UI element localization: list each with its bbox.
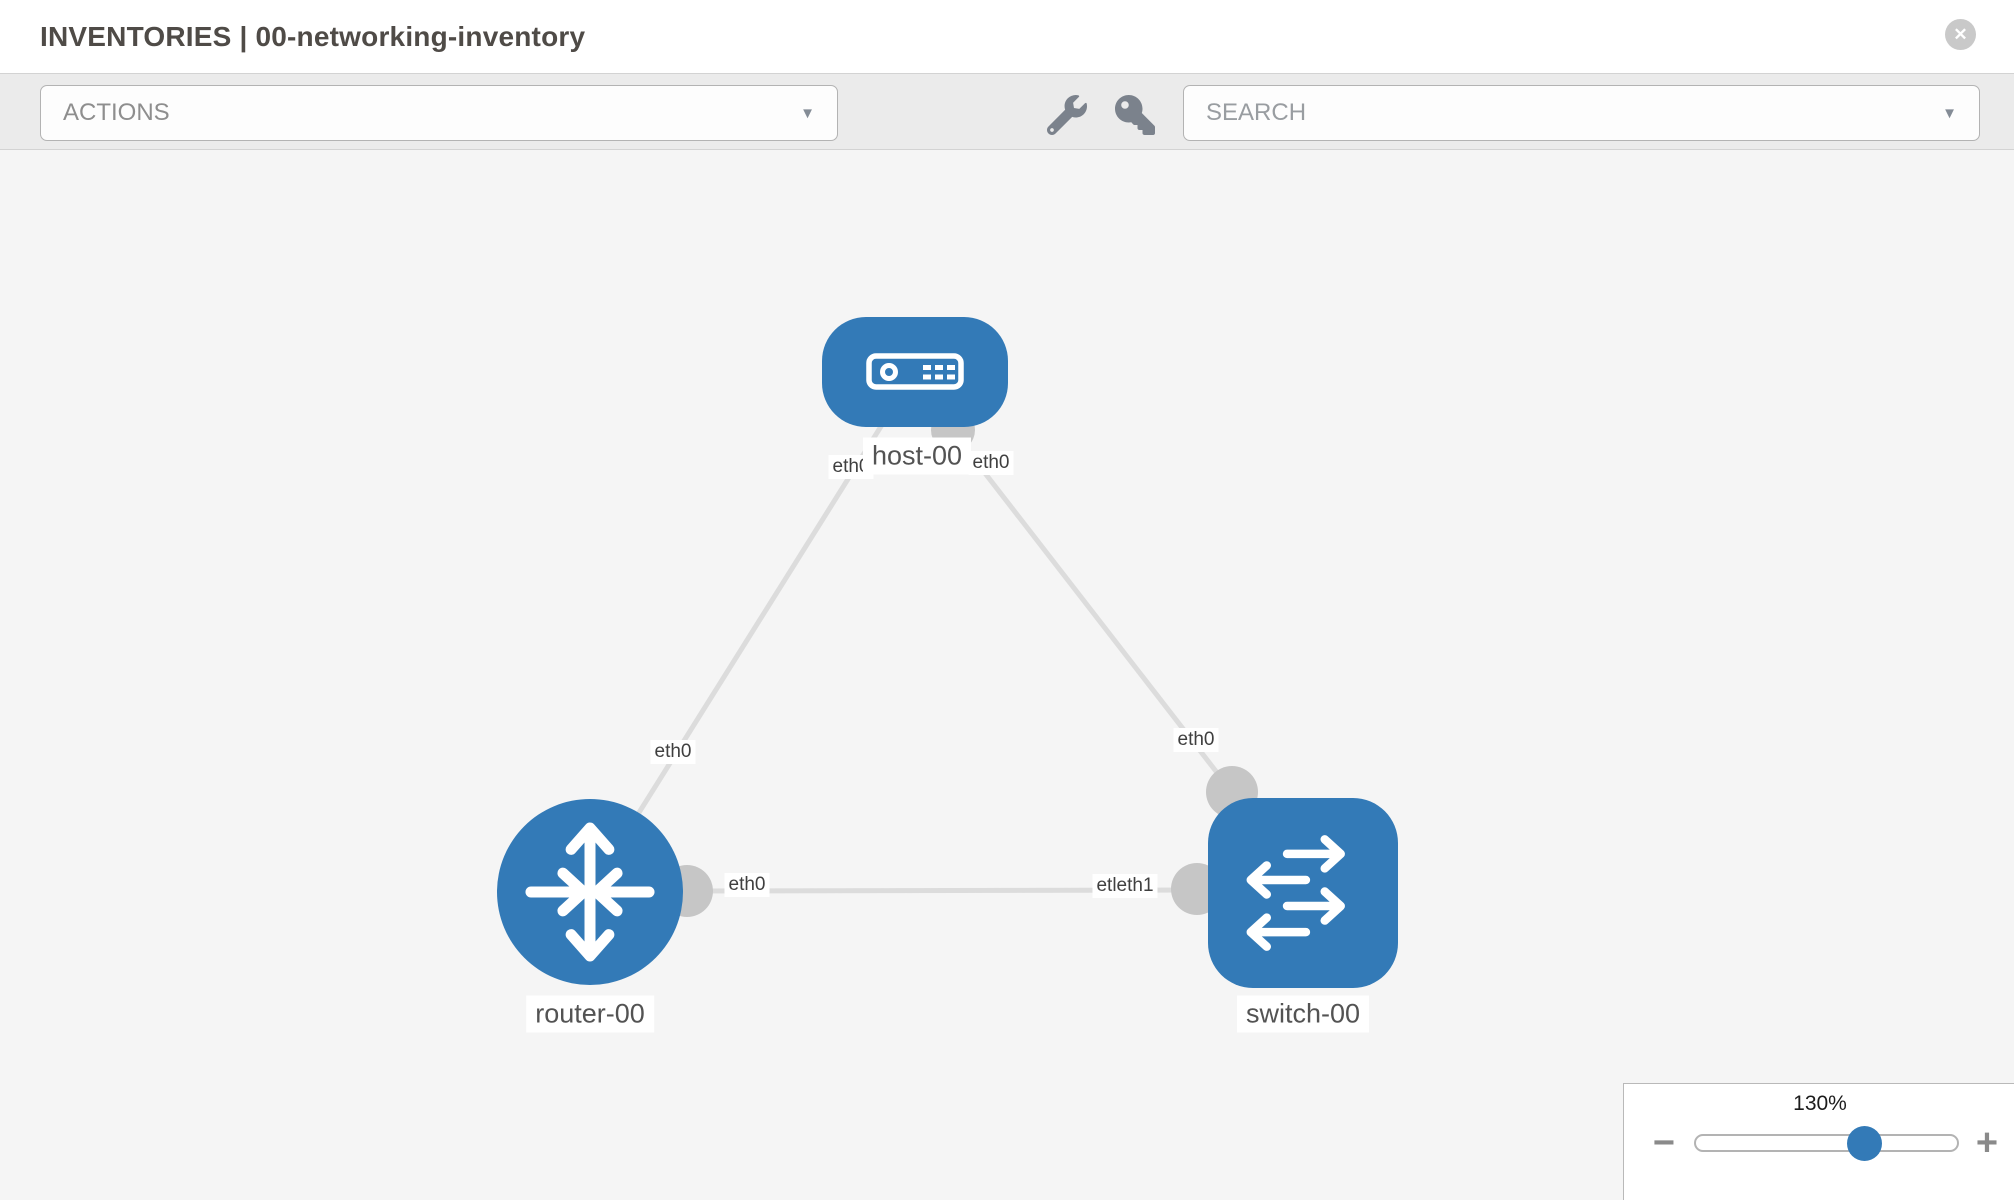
router-icon <box>591 867 655 917</box>
zoom-slider-knob[interactable] <box>1846 1126 1882 1161</box>
wrench-icon <box>1046 95 1087 136</box>
credentials-button[interactable] <box>1115 95 1155 135</box>
toolbar: ACTIONS ▼ SEARCH ▼ <box>0 73 2014 150</box>
chevron-down-icon: ▼ <box>1942 104 1957 122</box>
node-router-00[interactable] <box>497 799 683 985</box>
minus-icon: − <box>1652 1121 1676 1164</box>
close-icon: ✕ <box>1953 24 1968 44</box>
switch-icon <box>1282 835 1345 873</box>
search-dropdown[interactable]: SEARCH ▼ <box>1183 85 1980 141</box>
link-router-00-switch-00[interactable] <box>686 887 1198 894</box>
router-icon <box>525 867 589 917</box>
link-host-00-router-00[interactable] <box>595 418 888 880</box>
key-icon <box>1115 95 1155 135</box>
host-icon <box>866 353 964 390</box>
switch-icon <box>1246 861 1311 899</box>
zoom-panel: 130% − + <box>1623 1083 2014 1200</box>
router-icon <box>565 891 615 962</box>
actions-dropdown[interactable]: ACTIONS ▼ <box>40 85 838 141</box>
close-button[interactable]: ✕ <box>1945 19 1976 50</box>
configure-tools-button[interactable] <box>1046 95 1087 136</box>
zoom-in-button[interactable]: + <box>1969 1120 2005 1166</box>
actions-dropdown-label: ACTIONS <box>63 99 170 126</box>
page-title: INVENTORIES | 00-networking-inventory <box>40 20 586 52</box>
header: INVENTORIES | 00-networking-inventory ✕ <box>0 0 2014 73</box>
link-host-00-switch-00[interactable] <box>948 426 1234 794</box>
zoom-out-button[interactable]: − <box>1646 1120 1682 1166</box>
search-dropdown-label: SEARCH <box>1206 99 1307 126</box>
node-switch-00[interactable] <box>1208 798 1398 988</box>
plus-icon: + <box>1975 1121 1999 1164</box>
switch-icon <box>1246 913 1311 951</box>
zoom-level: 130% <box>1793 1092 1847 1115</box>
zoom-slider-track[interactable] <box>1694 1134 1959 1152</box>
router-icon <box>565 822 615 893</box>
node-host-00[interactable] <box>822 317 1008 427</box>
topology-canvas-background <box>0 150 2014 1200</box>
switch-icon <box>1282 887 1345 925</box>
chevron-down-icon: ▼ <box>800 104 815 122</box>
